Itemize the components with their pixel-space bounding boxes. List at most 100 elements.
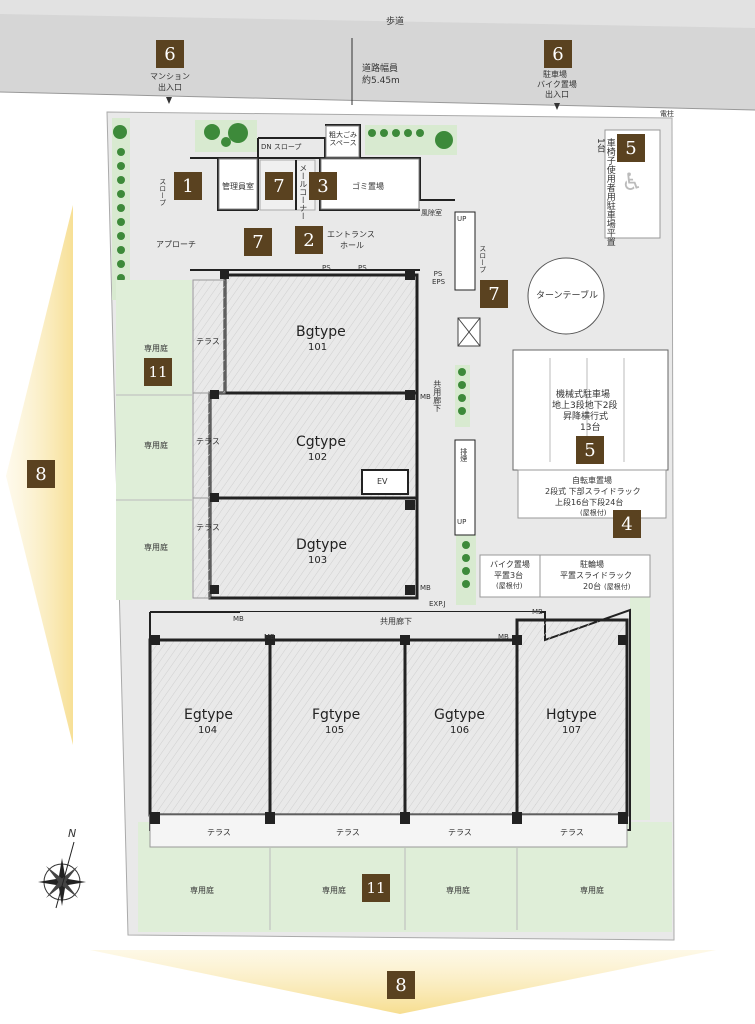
unit-106-type: Ggtype [434,707,486,723]
garden-label-106: 専用庭 [446,886,470,895]
entrance-hall-label-1: エントランス [327,230,375,239]
entrance-arrow-left [166,97,172,104]
common-corridor-label: 共用廊下 [380,617,412,626]
cycle-rack-line3: 20台 [583,582,602,591]
bicycle-line3: 上段16台下段24台 [555,498,624,507]
unit-102-number: 102 [308,452,328,463]
mb-label-1: MB [420,393,431,401]
unit-103-number: 103 [308,555,328,566]
badge-8-west: 8 [27,460,55,488]
terrace-label-102: テラス [196,437,220,446]
parking-entrance-label-2: バイク置場 [537,80,577,89]
approach-label: アプローチ [156,240,196,249]
terrace-label-105: テラス [336,828,360,837]
bike-parking-line2: 平置3台 [494,571,524,580]
road-width-label-2: 約5.45m [362,76,400,86]
unit-107-number: 107 [562,725,582,736]
dn-slope-label: DN スロープ [261,143,302,151]
unit-106-number: 106 [450,725,470,736]
parking-entrance-label-3: 出入口 [545,90,569,99]
smoke-exhaust-label: 排煙 [459,448,468,462]
stair-lower [454,439,476,536]
bicycle-line2: 2段式 下部スライドラック [545,487,641,496]
garden-label-104: 専用庭 [190,886,214,895]
unit-101-type: Bgtype [296,324,346,340]
bicycle-note: (屋根付) [580,509,607,517]
garden-label-101: 専用庭 [144,344,168,353]
columns-south-block [150,635,628,824]
cycle-rack-line2: 平置スライドラック [560,571,632,580]
sidewalk-label: 歩道 [386,17,405,27]
garden-label-107: 専用庭 [580,886,604,895]
garden-label-103: 専用庭 [144,543,168,552]
badge-6-parking-entrance: 6 [544,40,572,68]
planter-top-left-shrubs [204,123,248,147]
ev-label: EV [377,477,388,486]
slope-label-right: スロープ [478,245,487,273]
central-shrubs [458,368,470,588]
columns-west-block [210,270,415,595]
common-corridor-lower [240,612,540,640]
parking-entrance-label-1: 駐車場 [543,70,567,79]
management-label: 管理員室 [222,182,254,191]
unit-102-type: Cgtype [296,434,346,450]
terrace-label-103: テラス [196,523,220,532]
mech-parking-line3: 昇降横行式 [563,412,609,422]
mb-label-5: MB [498,633,509,641]
terrace-103 [192,497,211,599]
turntable-label: ターンテーブル [536,291,599,301]
entrance-arrow-right [554,103,560,110]
badge-5-wheelchair: 5 [617,134,645,162]
ps-label-2: PS [358,264,367,272]
garden-102 [116,395,192,500]
terrace-label-107: テラス [560,828,584,837]
pole-label: 電柱 [660,110,674,118]
cycle-rack [539,554,651,598]
unit-106 [403,638,519,817]
road-edge [0,91,755,111]
mail-corner-label: メールコーナー [298,164,308,220]
badge-2: 2 [295,226,323,254]
badge-11-west-garden: 11 [144,358,172,386]
badge-7-stair: 7 [480,280,508,308]
terrace-label-101: テラス [196,337,220,346]
badge-3: 3 [309,172,337,200]
large-trash-space [325,125,360,158]
mech-parking-line4: 13台 [580,423,601,433]
badge-5-mechanical: 5 [576,436,604,464]
mansion-entrance-label-2: 出入口 [158,83,182,92]
wheelchair-icon: ♿ [621,168,643,196]
compass-rose [38,841,86,909]
badge-4: 4 [613,510,641,538]
terrace-label-106: テラス [448,828,472,837]
entrance-hall-label-2: ホール [340,241,364,250]
badge-7-lobby: 7 [244,228,272,256]
unit-105-number: 105 [325,725,345,736]
terrace-south [149,814,628,848]
badge-11-south-garden: 11 [362,874,390,902]
terrace-101 [192,279,226,394]
mansion-entrance-label-1: マンション [150,72,190,81]
bike-parking-note: (屋根付) [496,582,523,590]
unit-105-type: Fgtype [312,707,361,723]
garden-label-105: 専用庭 [322,886,346,895]
bike-parking-line1: バイク置場 [490,560,530,569]
mb-label-3: MB [532,608,543,616]
badge-1: 1 [174,172,202,200]
garden-label-102: 専用庭 [144,441,168,450]
compass-north-label: N [68,827,77,840]
sidewalk-band [0,0,755,28]
terrace-label-104: テラス [207,828,231,837]
trash-room [320,158,420,210]
stair-upper [454,211,476,291]
street [0,0,755,110]
unit-104-number: 104 [198,725,218,736]
turntable [527,257,605,335]
planter-top-right-shrubs [368,129,453,149]
wheelchair-parking-label: 車椅子使用者用駐車場平置1台 [594,138,615,246]
ps-label-1: PS [322,264,331,272]
badge-8-south: 8 [387,971,415,999]
bicycle-line1: 自転車置場 [572,476,612,485]
elevator [361,469,409,495]
